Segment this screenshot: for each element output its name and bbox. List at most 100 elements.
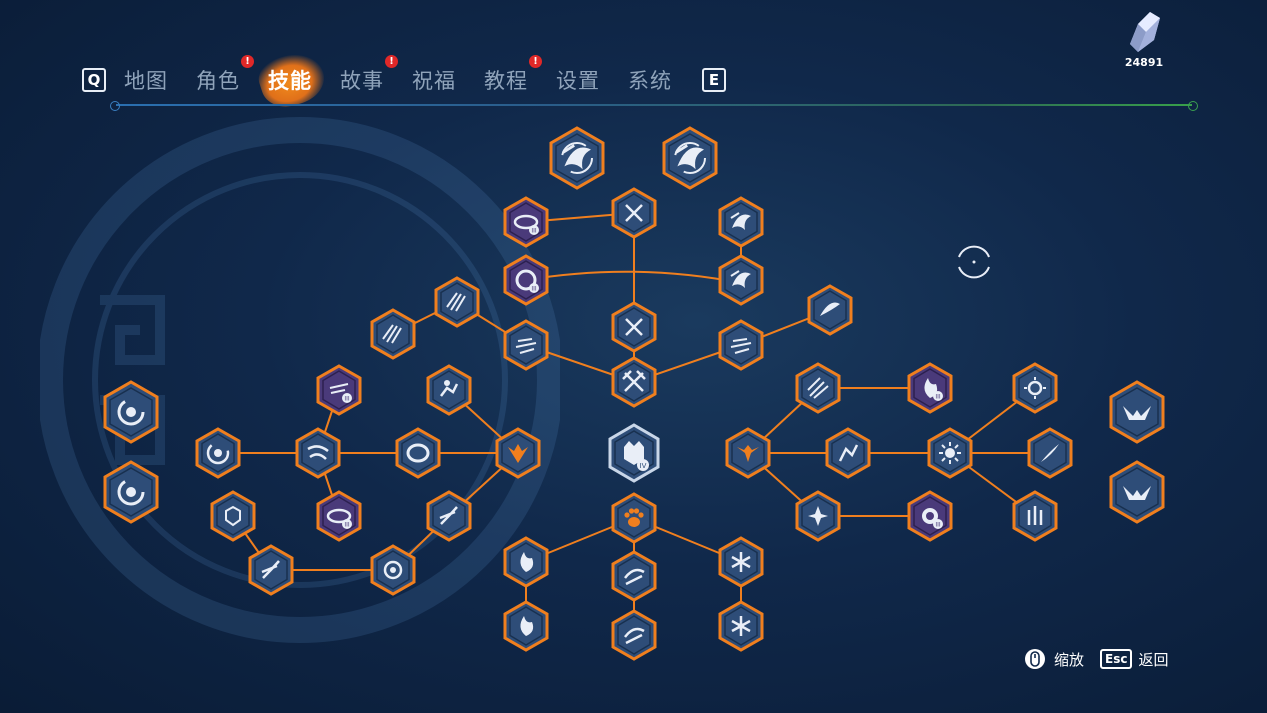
svg-text:III: III [344, 396, 350, 403]
spiral-icon [206, 441, 230, 465]
skill-node-far-right-1[interactable] [1109, 380, 1165, 444]
vortex-icon [326, 508, 352, 524]
tab-tutorial[interactable]: 教程 [484, 69, 528, 93]
skill-node-paw-hub[interactable] [611, 492, 657, 544]
alert-badge: ! [529, 55, 542, 68]
wind-blade-icon [261, 560, 280, 579]
crosshair-icon [958, 245, 990, 279]
skill-node-top-a[interactable] [549, 126, 605, 190]
skill-node-far-left-1[interactable] [103, 380, 159, 444]
crest-small-icon [225, 505, 241, 527]
skill-node-crest-hub[interactable] [495, 427, 541, 479]
skill-node-far-left-2[interactable] [103, 460, 159, 524]
skill-node-snowflake-1[interactable] [718, 536, 764, 588]
alert-badge: ! [385, 55, 398, 68]
leap-icon [838, 444, 859, 462]
alert-badge: ! [241, 55, 254, 68]
twister-icon [307, 445, 329, 460]
tab-skills[interactable]: 技能 [268, 69, 312, 93]
sun-icon [1027, 380, 1043, 396]
skill-node-triple-flame[interactable] [1012, 490, 1058, 542]
skill-node-spiral[interactable] [195, 427, 241, 479]
skill-node-gust-1[interactable] [611, 550, 657, 602]
prev-tab-key[interactable]: Q [82, 68, 106, 92]
skill-node-blaze-orb-upgrade[interactable]: III [907, 490, 953, 542]
skill-node-slash[interactable] [807, 284, 853, 336]
zoom-hint[interactable]: 缩放 [1024, 648, 1084, 670]
skill-node-wind-blade-2[interactable] [248, 544, 294, 596]
phoenix-icon [737, 445, 759, 462]
triple-flame-icon [1027, 506, 1043, 525]
skill-node-crossed-blades-2[interactable] [611, 301, 657, 353]
skill-node-dash-1[interactable] [503, 319, 549, 371]
back-hint[interactable]: Esc 返回 [1100, 648, 1168, 670]
spin-icon [329, 383, 349, 394]
crossed-blades-icon [625, 204, 643, 222]
skill-node-crest-small[interactable] [210, 490, 256, 542]
skill-node-vortex-upgrade-2[interactable]: III [316, 490, 362, 542]
svg-text:III: III [935, 394, 941, 401]
comet-icon [1041, 444, 1059, 462]
skill-node-wave-cut-1[interactable] [718, 196, 764, 248]
skill-node-ring[interactable] [395, 427, 441, 479]
skill-node-flame-1[interactable] [503, 536, 549, 588]
tab-blessing[interactable]: 祝福 [412, 69, 456, 93]
skill-node-far-right-2[interactable] [1109, 460, 1165, 524]
skill-node-phoenix-hub[interactable] [725, 427, 771, 479]
meteor-icon [807, 377, 829, 399]
skill-node-fire-burst[interactable] [795, 490, 841, 542]
tab-system[interactable]: 系统 [628, 69, 672, 93]
top-navigation: Q 地图 角色! 技能 故事! 祝福 教程! 设置 系统 E [82, 55, 726, 98]
dash-icon [515, 338, 537, 354]
skill-node-top-b[interactable] [662, 126, 718, 190]
skill-node-fire-fist-upgrade[interactable]: III [907, 362, 953, 414]
skill-node-dash-2[interactable] [718, 319, 764, 371]
skill-node-core[interactable]: IV [608, 423, 660, 483]
skill-node-sun[interactable] [1012, 362, 1058, 414]
skill-node-snowflake-2[interactable] [718, 600, 764, 652]
currency-display: 24891 [1120, 10, 1168, 69]
shield-swirl-icon [117, 478, 145, 506]
skill-node-wind-blade-1[interactable] [426, 490, 472, 542]
gust-icon [624, 568, 645, 586]
skill-node-claw-1[interactable] [370, 308, 416, 360]
skill-node-spin-upgrade[interactable]: III [316, 364, 362, 416]
burst-icon [945, 448, 955, 458]
skill-node-leap[interactable] [825, 427, 871, 479]
nav-divider [110, 101, 1198, 111]
wing-strike-icon [1123, 486, 1151, 500]
fire-fist-icon [924, 378, 938, 398]
skill-node-crossed-swords-hub[interactable] [611, 356, 657, 408]
tab-story[interactable]: 故事 [340, 69, 384, 93]
esc-key[interactable]: Esc [1100, 648, 1133, 670]
beast-head-icon [624, 441, 644, 465]
skill-node-wave-cut-2[interactable] [718, 254, 764, 306]
skill-node-runner[interactable] [426, 364, 472, 416]
skill-node-spiral-fist-upgrade[interactable]: III [503, 254, 549, 306]
zoom-label: 缩放 [1054, 650, 1085, 669]
skill-node-crossed-blades[interactable] [611, 187, 657, 239]
next-tab-key[interactable]: E [702, 68, 726, 92]
skill-node-meteor[interactable] [795, 362, 841, 414]
skill-node-shield-spark[interactable] [370, 544, 416, 596]
skill-node-burst[interactable] [927, 427, 973, 479]
skill-node-vortex-upgrade[interactable]: III [503, 196, 549, 248]
skill-node-flame-2[interactable] [503, 600, 549, 652]
shield-spark-icon [383, 560, 403, 580]
skill-node-twister[interactable] [295, 427, 341, 479]
skill-node-comet[interactable] [1027, 427, 1073, 479]
wing-strike-icon [1123, 406, 1151, 420]
skill-node-gust-2[interactable] [611, 609, 657, 661]
tab-settings[interactable]: 设置 [556, 69, 600, 93]
skill-node-claw-2[interactable] [434, 276, 480, 328]
wind-blade-icon [439, 506, 458, 525]
tab-map[interactable]: 地图 [124, 69, 168, 93]
claw-icon [382, 324, 402, 344]
tab-character[interactable]: 角色 [196, 69, 240, 93]
flame-icon [520, 616, 534, 636]
shield-swirl-icon [117, 398, 145, 426]
crossed-blades-icon [625, 318, 643, 336]
currency-amount: 24891 [1124, 56, 1164, 69]
fire-burst-icon [808, 506, 828, 526]
